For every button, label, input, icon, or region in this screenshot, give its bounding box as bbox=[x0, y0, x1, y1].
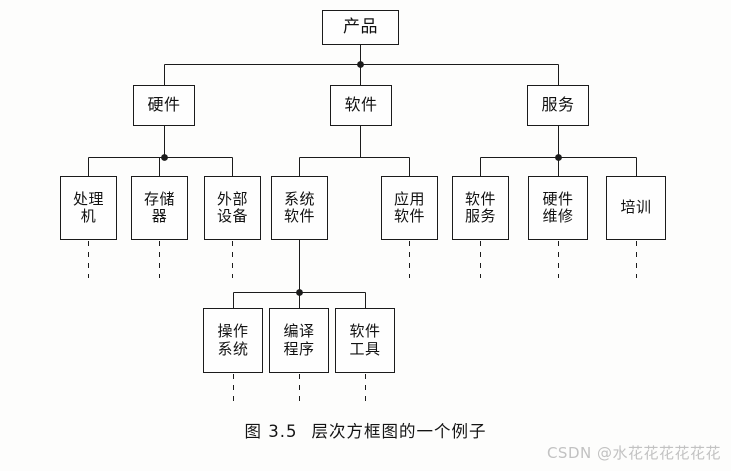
node-service-line-0: 服务 bbox=[541, 95, 575, 115]
dashed-stubs bbox=[87, 241, 638, 406]
junction-dot-system-software bbox=[296, 289, 303, 296]
figure-caption-number: 图 3.5 bbox=[244, 422, 298, 441]
node-system-software[interactable]: 系统 软件 bbox=[271, 176, 328, 240]
node-processor-line-0: 处理 bbox=[72, 189, 104, 208]
node-software-line-0: 软件 bbox=[344, 95, 378, 115]
node-operating-system-line-1: 系统 bbox=[217, 339, 249, 358]
node-system-software-line-1: 软件 bbox=[283, 207, 315, 225]
node-peripheral-line-1: 设备 bbox=[216, 207, 248, 225]
junction-dot-hardware bbox=[161, 154, 168, 161]
junction-dot-service bbox=[555, 154, 562, 161]
node-software-service-line-0: 软件 bbox=[464, 189, 496, 208]
node-software-tools-line-0: 软件 bbox=[349, 322, 381, 341]
node-software-service-line-1: 服务 bbox=[464, 207, 496, 225]
node-storage-line-1: 器 bbox=[151, 207, 168, 225]
node-processor[interactable]: 处理 机 bbox=[60, 176, 117, 240]
node-application-software-line-0: 应用 bbox=[393, 189, 425, 208]
figure-caption: 图 3.5 层次方框图的一个例子 bbox=[0, 418, 731, 442]
node-processor-line-1: 机 bbox=[80, 207, 97, 225]
node-storage[interactable]: 存储 器 bbox=[131, 176, 188, 240]
csdn-watermark: CSDN @水花花花花花花 bbox=[546, 444, 721, 462]
node-compiler-line-0: 编译 bbox=[283, 322, 315, 341]
node-application-software[interactable]: 应用 软件 bbox=[381, 176, 438, 240]
node-training[interactable]: 培训 bbox=[606, 176, 666, 240]
node-peripheral[interactable]: 外部 设备 bbox=[204, 176, 261, 240]
node-storage-line-0: 存储 bbox=[143, 189, 175, 208]
node-hardware-repair-line-1: 维修 bbox=[542, 207, 574, 225]
node-software-tools[interactable]: 软件 工具 bbox=[335, 308, 395, 373]
node-service[interactable]: 服务 bbox=[527, 85, 589, 126]
node-hardware-repair-line-0: 硬件 bbox=[542, 189, 574, 208]
junction-dot-product bbox=[357, 61, 364, 68]
node-product[interactable]: 产品 bbox=[322, 10, 399, 45]
node-product-line-0: 产品 bbox=[343, 16, 378, 37]
figure-caption-text: 层次方框图的一个例子 bbox=[311, 422, 487, 441]
node-software-service[interactable]: 软件 服务 bbox=[452, 176, 509, 240]
node-application-software-line-1: 软件 bbox=[393, 207, 425, 225]
junction-dots bbox=[161, 61, 562, 296]
node-compiler-line-1: 程序 bbox=[283, 339, 315, 358]
node-operating-system[interactable]: 操作 系统 bbox=[203, 308, 263, 373]
node-operating-system-line-0: 操作 bbox=[217, 322, 249, 341]
node-hardware[interactable]: 硬件 bbox=[133, 85, 195, 126]
node-peripheral-line-0: 外部 bbox=[216, 189, 248, 208]
node-software[interactable]: 软件 bbox=[330, 85, 392, 126]
node-system-software-line-0: 系统 bbox=[283, 189, 315, 208]
node-hardware-line-0: 硬件 bbox=[147, 95, 181, 115]
node-training-line-0: 培训 bbox=[620, 198, 652, 217]
node-hardware-repair[interactable]: 硬件 维修 bbox=[528, 176, 588, 240]
node-compiler[interactable]: 编译 程序 bbox=[269, 308, 329, 373]
node-software-tools-line-1: 工具 bbox=[349, 339, 381, 358]
